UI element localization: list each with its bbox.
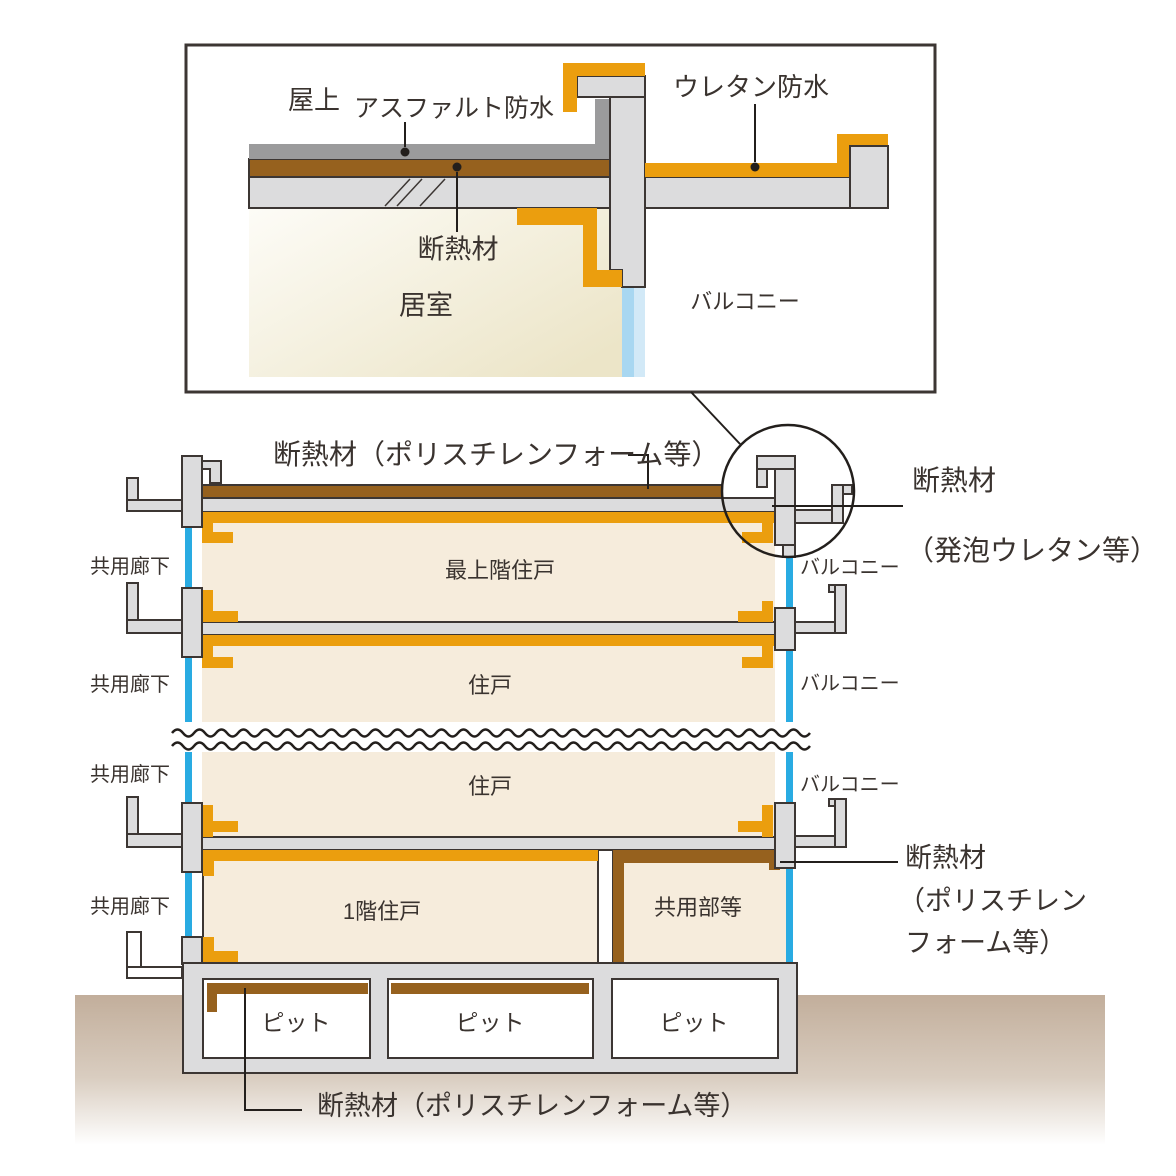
inset-living-room-fill bbox=[249, 208, 622, 377]
first-floor-unit-box bbox=[202, 849, 599, 964]
inset-balcony-label: バルコニー bbox=[690, 289, 800, 314]
inset-balcony-upstand bbox=[849, 145, 889, 209]
exterior-wall-lines bbox=[185, 527, 793, 963]
room-first-floor-unit-label: 1階住戸 bbox=[342, 899, 422, 924]
corridor-label-4: 共用廊下 bbox=[90, 896, 170, 918]
pit-3 bbox=[611, 978, 779, 1059]
bottom-insulation-label: 断熱材（ポリスチレンフォーム等） bbox=[317, 1091, 748, 1121]
inset-insulation-brown bbox=[248, 158, 611, 178]
inset-detail-drawing bbox=[184, 43, 937, 394]
polystyrene-insulation-label-line2: （ポリスチレン bbox=[898, 886, 1087, 916]
inset-parapet-wall bbox=[609, 96, 646, 288]
balcony-railing bbox=[831, 484, 844, 524]
inset-slab-break-hatch bbox=[384, 178, 446, 207]
roof-slab bbox=[201, 497, 776, 513]
corridor-label-1: 共用廊下 bbox=[90, 556, 170, 578]
polystyrene-insulation-label-line1: 断熱材 bbox=[905, 843, 986, 873]
inset-rooftop-label: 屋上 bbox=[287, 85, 341, 115]
annotation-lines bbox=[244, 391, 903, 1111]
section-break-wave bbox=[171, 722, 811, 752]
inset-urethane-label: ウレタン防水 bbox=[672, 72, 830, 102]
balcony-label-3: バルコニー bbox=[800, 774, 900, 796]
corridor-label-2: 共用廊下 bbox=[90, 674, 170, 696]
corridor-slab bbox=[126, 499, 183, 512]
pit-label-1: ピット bbox=[261, 1009, 331, 1036]
room-unit-upper-label: 住戸 bbox=[467, 673, 513, 698]
inset-living-room-label: 居室 bbox=[399, 290, 453, 321]
foundation bbox=[182, 962, 798, 1074]
urethane-insulation-label-line2: （発泡ウレタン等） bbox=[906, 535, 1159, 566]
inset-urethane-parapet bbox=[563, 63, 645, 112]
room-common-area-label: 共用部等 bbox=[653, 895, 743, 920]
leader-dot-icon bbox=[400, 147, 760, 172]
inset-urethane-ceiling bbox=[517, 208, 622, 287]
inset-asphalt-label: アスファルト防水 bbox=[353, 94, 555, 123]
urethane-insulation-orange bbox=[202, 512, 775, 962]
room-unit-lower-label: 住戸 bbox=[467, 774, 513, 799]
columns-and-slabs bbox=[126, 455, 853, 979]
inset-insulation-label: 断熱材 bbox=[417, 234, 499, 265]
pit-label-3: ピット bbox=[659, 1009, 729, 1036]
inset-sash bbox=[622, 287, 634, 377]
roof-insulation-brown bbox=[201, 484, 723, 499]
inset-slab bbox=[248, 176, 889, 209]
roof-insulation-label: 断熱材（ポリスチレンフォーム等） bbox=[273, 439, 720, 470]
building-section-drawing bbox=[126, 391, 903, 1111]
inset-leader-lines bbox=[404, 104, 756, 232]
inset-asphalt-layer bbox=[249, 144, 610, 159]
room-top-floor-unit-label: 最上階住戸 bbox=[444, 558, 556, 583]
corridor-label-3: 共用廊下 bbox=[90, 764, 170, 786]
balcony-label-1: バルコニー bbox=[800, 557, 900, 579]
inset-urethane-balcony bbox=[645, 163, 837, 177]
polystyrene-insulation-label-line3: フォーム等） bbox=[905, 928, 1067, 958]
balcony-label-2: バルコニー bbox=[800, 673, 900, 695]
detail-zoom-circle bbox=[720, 423, 856, 559]
pit-label-2: ピット bbox=[455, 1009, 525, 1036]
urethane-insulation-label-line1: 断熱材 bbox=[912, 465, 997, 496]
room-fills bbox=[202, 512, 775, 837]
